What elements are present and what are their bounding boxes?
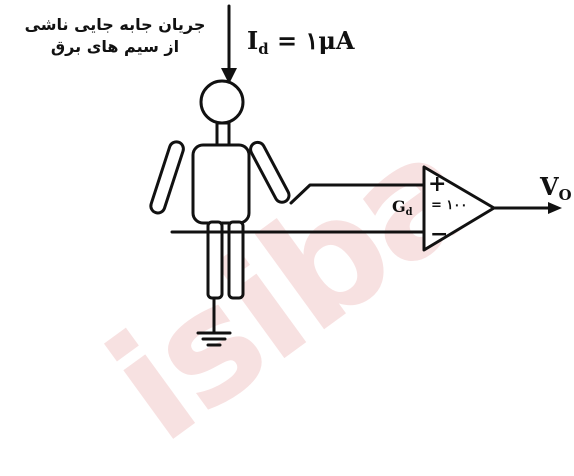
output-arrow-head xyxy=(548,202,562,214)
current-arrow-head xyxy=(221,68,237,84)
diagram-canvas: isiba xyxy=(10,4,572,476)
person-neck xyxy=(215,121,231,147)
person-torso xyxy=(191,143,251,225)
gain-label: Gd xyxy=(392,197,413,219)
gain-symbol: G xyxy=(392,197,406,216)
amp-plus-sign: + xyxy=(428,171,447,197)
source-label-line2: از سیم های برق xyxy=(50,37,180,56)
output-subscript: O xyxy=(558,186,572,205)
output-symbol: V xyxy=(540,172,559,201)
person-left-arm xyxy=(149,140,185,215)
amp-minus-sign: − xyxy=(430,221,449,247)
circuit-drawing xyxy=(149,4,562,347)
gain-subscript: d xyxy=(405,207,413,219)
person-head xyxy=(199,79,245,125)
current-subscript: d xyxy=(258,40,269,59)
current-label: Id = ۱μA xyxy=(247,26,355,59)
person-right-arm xyxy=(249,140,291,204)
current-symbol: I xyxy=(247,26,259,55)
amplifier-triangle xyxy=(422,165,496,252)
gain-value: = ۱۰۰ xyxy=(431,198,468,213)
current-value: = ۱μA xyxy=(277,26,355,55)
source-label: جریان جابه جایی ناشی از سیم های برق xyxy=(10,14,220,58)
output-label: VO xyxy=(540,172,572,205)
person-right-leg xyxy=(227,220,245,300)
source-label-line1: جریان جابه جایی ناشی xyxy=(24,15,206,34)
wire-to-plus xyxy=(289,183,426,205)
